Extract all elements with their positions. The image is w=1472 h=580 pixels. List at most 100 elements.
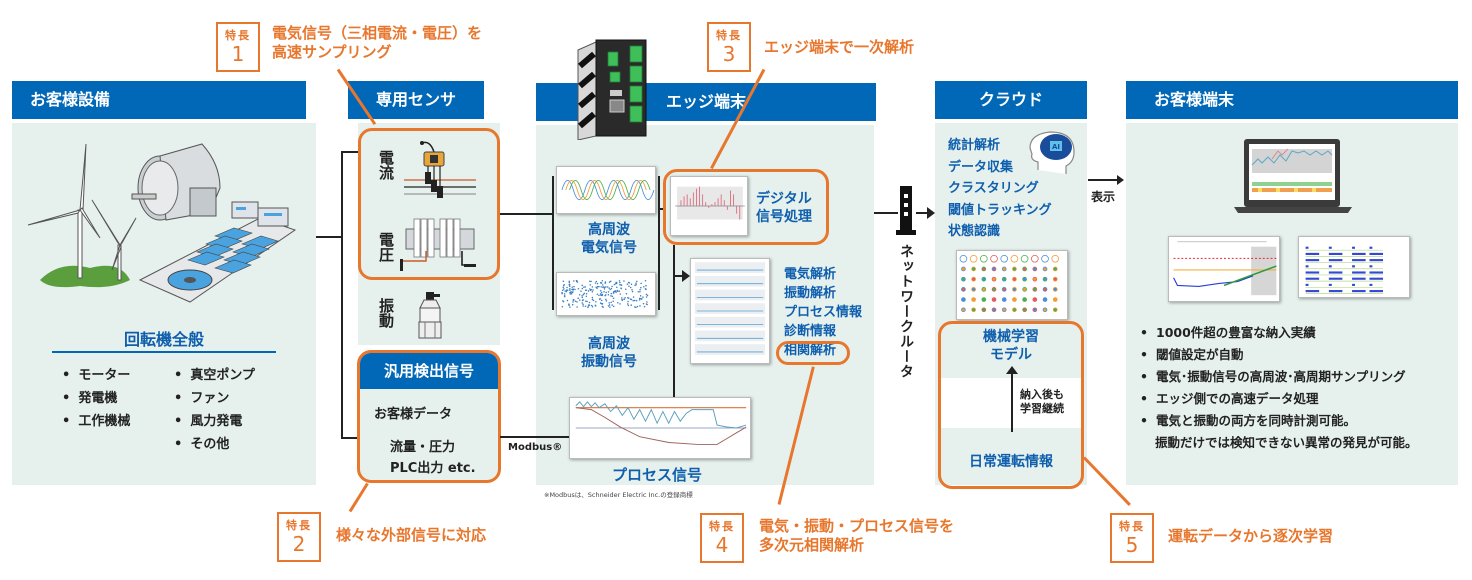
cluster-cell: [1052, 266, 1058, 272]
general-signal-title: 汎用検出信号: [383, 362, 474, 380]
scatter-dot: [582, 305, 584, 307]
arrow-up-icon: [1006, 366, 1018, 374]
scatter-dot: [581, 302, 583, 304]
feature-text-line: エッジ端末で一次解析: [764, 38, 915, 56]
hf-vibration-line1: 高周波: [588, 336, 630, 352]
scatter-dot: [583, 292, 586, 295]
connector-line: [673, 275, 683, 277]
status-bar: [1305, 283, 1309, 286]
scatter-dot: [608, 287, 611, 289]
connector-line: [316, 236, 342, 238]
scatter-dot: [619, 303, 621, 305]
status-bar: [1369, 252, 1384, 255]
connector-line: [500, 213, 552, 215]
scatter-dot: [630, 283, 633, 286]
cluster-cell: [991, 297, 997, 302]
cluster-cell: [961, 276, 966, 282]
scatter-dot: [610, 301, 612, 304]
analysis-row: [694, 316, 766, 328]
status-bar: [1328, 283, 1332, 286]
bracket-line: [658, 176, 660, 310]
scatter-dot: [640, 286, 642, 289]
cluster-cell: [1041, 254, 1049, 263]
scatter-dot: [646, 294, 649, 297]
scatter-dot: [614, 290, 617, 292]
scatter-dot: [571, 286, 573, 288]
scatter-dot: [645, 284, 647, 287]
bracket-line: [341, 151, 359, 153]
scatter-dot: [581, 294, 583, 297]
status-bar: [1328, 265, 1332, 268]
scatter-dot: [599, 293, 602, 295]
cluster-cell: [1042, 297, 1048, 302]
status-bar: [1305, 265, 1309, 268]
scatter-dot: [630, 304, 632, 306]
scatter-dot: [645, 296, 648, 298]
cluster-cell: [1022, 297, 1027, 302]
cluster-cell: [981, 287, 987, 292]
cloud-title: クラウド: [978, 90, 1043, 109]
status-bar: [1369, 246, 1373, 249]
feature-badge-number: 3: [722, 42, 736, 66]
feature5-highlight-box: [938, 321, 1084, 489]
cluster-cell: [1052, 287, 1058, 292]
scatter-dot: [563, 294, 566, 297]
feature5-leader-line: [1082, 456, 1131, 507]
feature-badge-label: 特長: [225, 29, 251, 42]
feature-text-line: 多次元相関解析: [759, 536, 865, 554]
scatter-dot: [573, 280, 575, 282]
cloud-function-item: 閾値トラッキング: [948, 202, 1052, 218]
edge-device-image: [577, 39, 647, 140]
connector-line: [673, 245, 675, 405]
scatter-dot: [611, 304, 613, 306]
scatter-dot: [566, 299, 569, 302]
cloud-function-item: データ収集: [948, 159, 1014, 175]
scatter-dot: [595, 286, 597, 289]
scatter-dot: [571, 291, 574, 294]
feature-badge-number: 1: [231, 42, 245, 66]
daily-operation-label: 日常運転情報: [969, 454, 1053, 470]
scatter-dot: [574, 288, 576, 291]
scatter-dot: [604, 282, 606, 284]
status-bar: [1305, 271, 1320, 274]
scatter-dot: [588, 301, 591, 304]
scatter-dot: [588, 304, 591, 307]
equipment-list-right: 真空ポンプ ファン 風力発電 その他: [174, 364, 255, 456]
scatter-dot: [608, 281, 611, 283]
current-sensor-icon: [404, 141, 476, 198]
scatter-dot: [569, 291, 571, 294]
equipment-item: 真空ポンプ: [174, 364, 255, 387]
scatter-dot: [584, 305, 587, 307]
analysis-item: 振動解析: [784, 286, 837, 301]
scatter-dot: [562, 286, 564, 288]
status-bar: [1352, 252, 1366, 255]
scatter-dot: [592, 299, 595, 302]
status-bar: [1352, 246, 1355, 249]
scatter-dot: [628, 285, 630, 287]
terminal-bullet: 閾値設定が自動: [1140, 344, 1406, 366]
sensors-header: 専用センサ: [348, 81, 484, 119]
scatter-dot: [639, 295, 642, 297]
scatter-dot: [590, 288, 593, 291]
rotating-machines-title: 回転機全般: [123, 330, 204, 349]
scatter-dot: [618, 290, 621, 292]
analysis-row: [694, 262, 766, 273]
analysis-item: プロセス情報: [784, 305, 863, 320]
vibration-sensor-icon: [418, 292, 442, 339]
scatter-dot: [639, 305, 641, 307]
scatter-dot: [617, 302, 619, 304]
status-bar: [1305, 259, 1320, 262]
scatter-dot: [601, 302, 604, 305]
analysis-row: [694, 303, 766, 314]
dsp-line2: 信号処理: [756, 209, 812, 225]
scatter-dot: [642, 302, 645, 305]
scatter-dot: [639, 289, 641, 291]
feature-badge-label: 特長: [286, 519, 312, 532]
cluster-cell: [1012, 276, 1017, 282]
scatter-dot: [633, 299, 636, 302]
scatter-dot: [616, 290, 619, 292]
scatter-dot: [602, 286, 604, 289]
equipment-item: その他: [174, 433, 255, 456]
scatter-dot: [569, 306, 571, 308]
terminal-bullet: エッジ側での高速データ処理: [1140, 388, 1406, 410]
